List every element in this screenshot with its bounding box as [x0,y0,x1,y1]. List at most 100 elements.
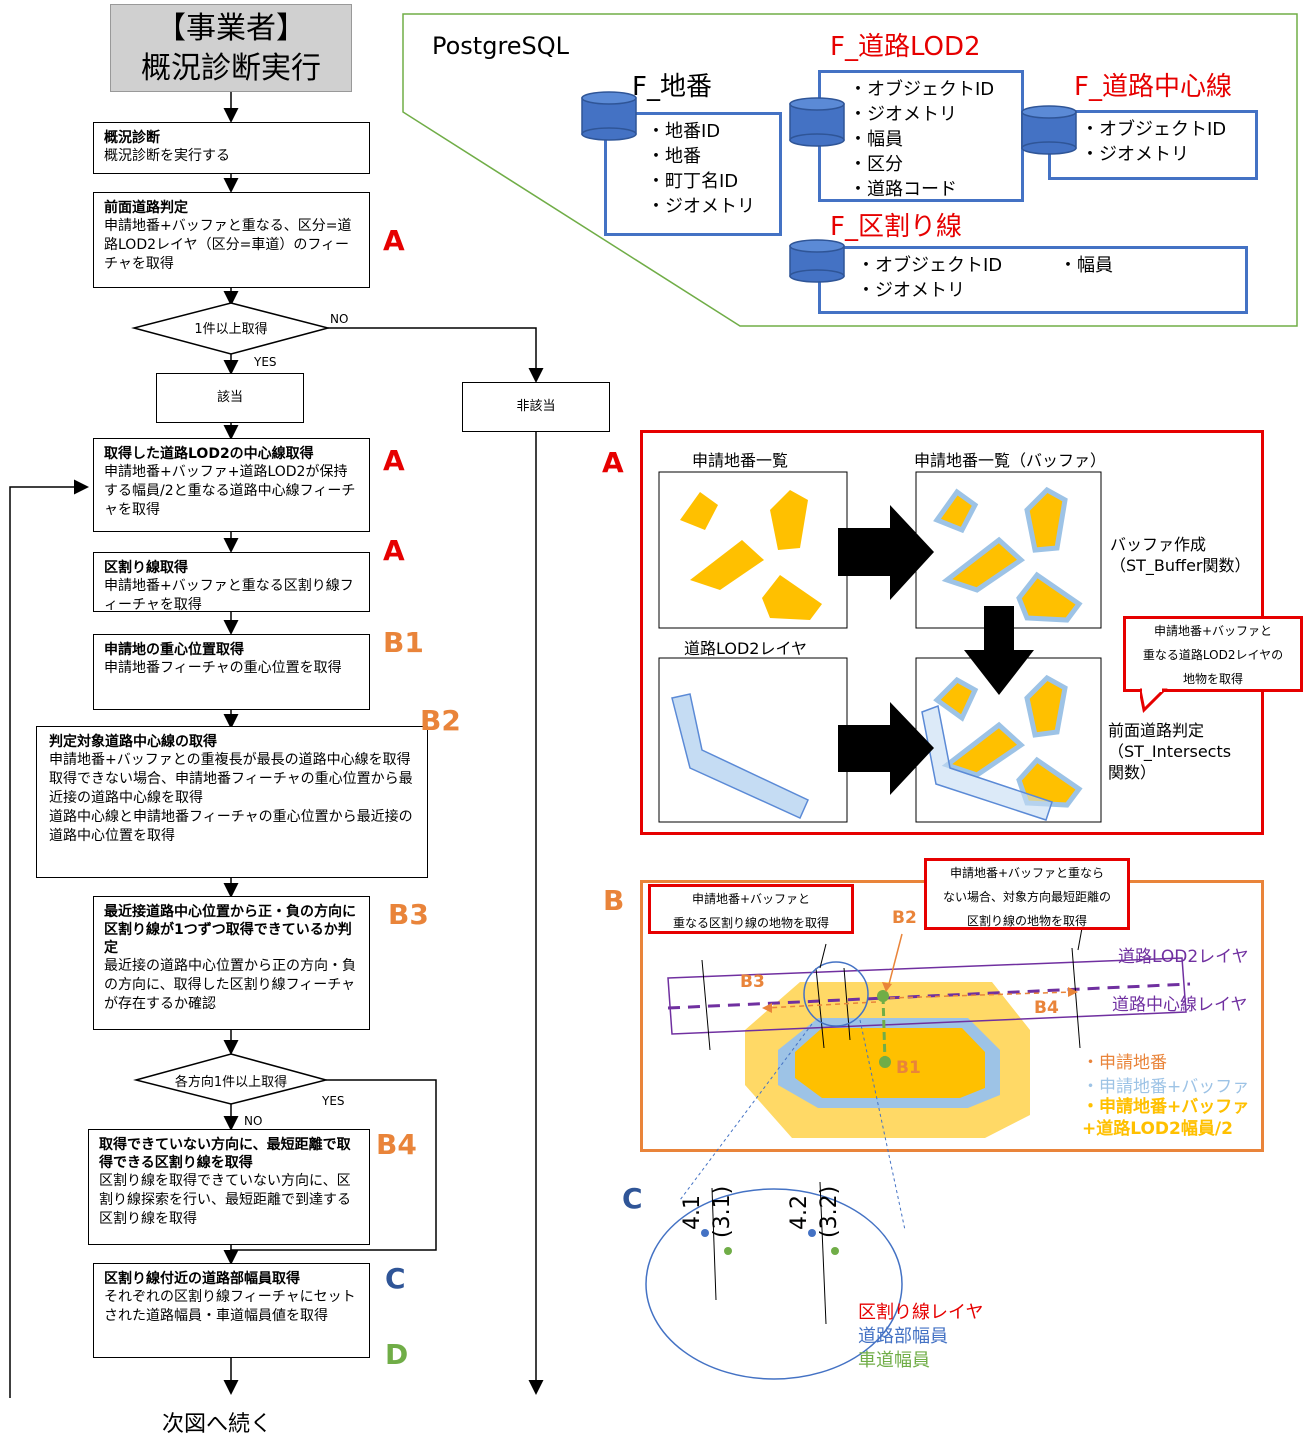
legend-chiban: ・申請地番 [1082,1053,1167,1073]
database-icon [1021,105,1077,155]
field: ・オブジェクトID [857,255,1003,276]
step-title: 前面道路判定 [104,200,188,216]
step-title: 区割り線取得 [104,560,188,576]
label-b3: B3 [388,898,429,931]
lane-width-2: (3.2) [817,1185,842,1238]
step-target-centerline: 判定対象道路中心線の取得 申請地番+バッファとの重複長が最長の道路中心線を取得 … [36,726,428,878]
db-road-box: ・オブジェクトID ・ジオメトリ ・幅員 ・区分 ・道路コード [818,70,1024,202]
step-desc: 申請地番フィーチャの重心位置を取得 [104,660,342,676]
callout-tail [1140,688,1168,714]
field: ・ジオメトリ [849,104,957,125]
db-chiban-name: F_地番 [632,72,712,102]
result-match: 該当 [156,373,304,423]
centerline-layer-label: 道路中心線レイヤ [1112,995,1248,1015]
decision-2: 各方向1件以上取得 [174,1075,288,1090]
label-a-1: A [383,224,405,257]
panel-a-graphics [658,471,1102,823]
step-desc: 申請地番+バッファと重なる区割り線フィーチャを取得 [104,578,354,613]
db-title: PostgreSQL [432,32,570,60]
db-center-name: F_道路中心線 [1074,72,1232,102]
field: ・町丁名ID [647,171,739,192]
panel-a-buffer: バッファ作成 （ST_Buffer関数） [1110,535,1251,575]
panel-a-title2: 申請地番一覧（バッファ） [914,451,1107,470]
step-width: 区割り線付近の道路部幅員取得 それぞれの区割り線フィーチャにセットされた道路幅員… [93,1263,370,1358]
database-icon [789,97,845,147]
database-icon [789,239,845,283]
field: ・地番ID [647,121,721,142]
label-b4: B4 [376,1128,417,1161]
no-label-1: NO [330,312,349,326]
step-desc: それぞれの区割り線フィーチャにセットされた道路幅員・車道幅員値を取得 [104,1289,356,1324]
step-desc: 区割り線を取得できていない方向に、区割り線探索を行い、最短距離で到達する区割り線… [99,1173,351,1227]
panel-a-callout: 申請地番+バッファと 重なる道路LOD2レイヤの 地物を取得 [1123,616,1303,692]
panel-b-label: B [603,884,625,917]
step-kuwari: 区割り線取得 申請地番+バッファと重なる区割り線フィーチャを取得 [93,552,370,613]
road-width-2: 4.2 [787,1195,812,1230]
panel-a-title3: 道路LOD2レイヤ [684,639,807,658]
field: ・オブジェクトID [1081,119,1227,140]
field: ・オブジェクトID [849,79,995,100]
panel-b-callout2: 申請地番+バッファと重なら ない場合、対象方向最短距離の 区割り線の地物を取得 [924,858,1130,930]
step-title: 取得できていない方向に、最短距離で取得できる区割り線を取得 [99,1137,351,1171]
step-centerline: 取得した道路LOD2の中心線取得 申請地番+バッファ+道路LOD2が保持する幅員… [93,438,370,532]
step-title: 区割り線付近の道路部幅員取得 [104,1271,300,1287]
yes-label-2: YES [322,1094,345,1108]
step-direction-check: 最近接道路中心位置から正・負の方向に区割り線が1つずつ取得できているか判定 最近… [93,896,370,1030]
database-icons [581,91,1077,283]
start-line1: 【事業者】 [156,11,306,46]
result-nomatch: 非該当 [462,382,610,432]
legend-kuwari: 区割り線レイヤ [858,1302,984,1323]
step-title: 概況診断 [104,130,160,146]
step-title: 判定対象道路中心線の取得 [49,734,217,750]
db-chiban-box: ・地番ID ・地番 ・町丁名ID ・ジオメトリ [604,112,782,236]
step-title: 最近接道路中心位置から正・負の方向に区割り線が1つずつ取得できているか判定 [104,904,356,956]
step-desc: 申請地番+バッファとの重複長が最長の道路中心線を取得 取得できない場合、申請地番… [49,752,413,844]
db-panel-outline [402,13,1298,327]
label-c: C [385,1262,406,1295]
field: ・幅員 [849,129,903,150]
panel-a-judge: 前面道路判定 （ST_Intersects 関数） [1108,721,1232,782]
label-b4-map: B4 [1034,998,1059,1018]
decision-1: 1件以上取得 [194,322,268,337]
step-desc: 申請地番+バッファ+道路LOD2が保持する幅員/2と重なる道路中心線フィーチャを… [104,464,356,518]
step-desc: 申請地番+バッファと重なる、区分=道路LOD2レイヤ（区分=車道）のフィーチャを… [104,218,352,272]
label-a-3: A [383,534,405,567]
panel-c-label: C [622,1182,643,1215]
field: ・ジオメトリ [1081,144,1189,165]
start-node: 【事業者】 概況診断実行 [110,4,352,92]
lane-width-1: (3.1) [710,1185,735,1238]
field: ・幅員 [1059,255,1113,276]
step-overview: 概況診断 概況診断を実行する [93,122,370,174]
step-title: 申請地の重心位置取得 [104,642,244,658]
db-road-name: F_道路LOD2 [830,32,981,62]
road-layer-label: 道路LOD2レイヤ [1118,947,1249,967]
database-icon [581,91,637,141]
label-b3-map: B3 [740,972,765,992]
panel-b-callout1: 申請地番+バッファと 重なる区割り線の地物を取得 [648,884,854,934]
panel-a-title1: 申請地番一覧 [692,451,789,470]
legend-lane-width: 車道幅員 [858,1350,930,1371]
step-title: 取得した道路LOD2の中心線取得 [104,446,314,462]
step-front-road: 前面道路判定 申請地番+バッファと重なる、区分=道路LOD2レイヤ（区分=車道）… [93,192,370,288]
label-b1-map: B1 [896,1058,921,1078]
field: ・区分 [849,154,903,175]
field: ・ジオメトリ [857,280,965,301]
label-b2: B2 [420,704,461,737]
legend-road-width: 道路部幅員 [858,1326,948,1347]
field: ・地番 [647,146,701,167]
db-kuwari-box: ・オブジェクトID ・ジオメトリ ・幅員 [818,246,1248,314]
label-a-2: A [383,444,405,477]
step-shortest: 取得できていない方向に、最短距離で取得できる区割り線を取得 区割り線を取得できて… [88,1129,370,1245]
step-desc: 最近接の道路中心位置から正の方向・負の方向に、取得した区割り線フィーチャが存在す… [104,958,356,1012]
label-b1: B1 [383,626,424,659]
panel-a-label: A [602,446,624,479]
label-d: D [385,1338,409,1371]
label-b2-map: B2 [892,908,917,928]
step-desc: 概況診断を実行する [104,148,230,164]
step-centroid: 申請地の重心位置取得 申請地番フィーチャの重心位置を取得 [93,634,370,710]
field: ・道路コード [849,179,957,200]
road-width-1: 4.1 [680,1195,705,1230]
db-kuwari-name: F_区割り線 [830,212,962,242]
